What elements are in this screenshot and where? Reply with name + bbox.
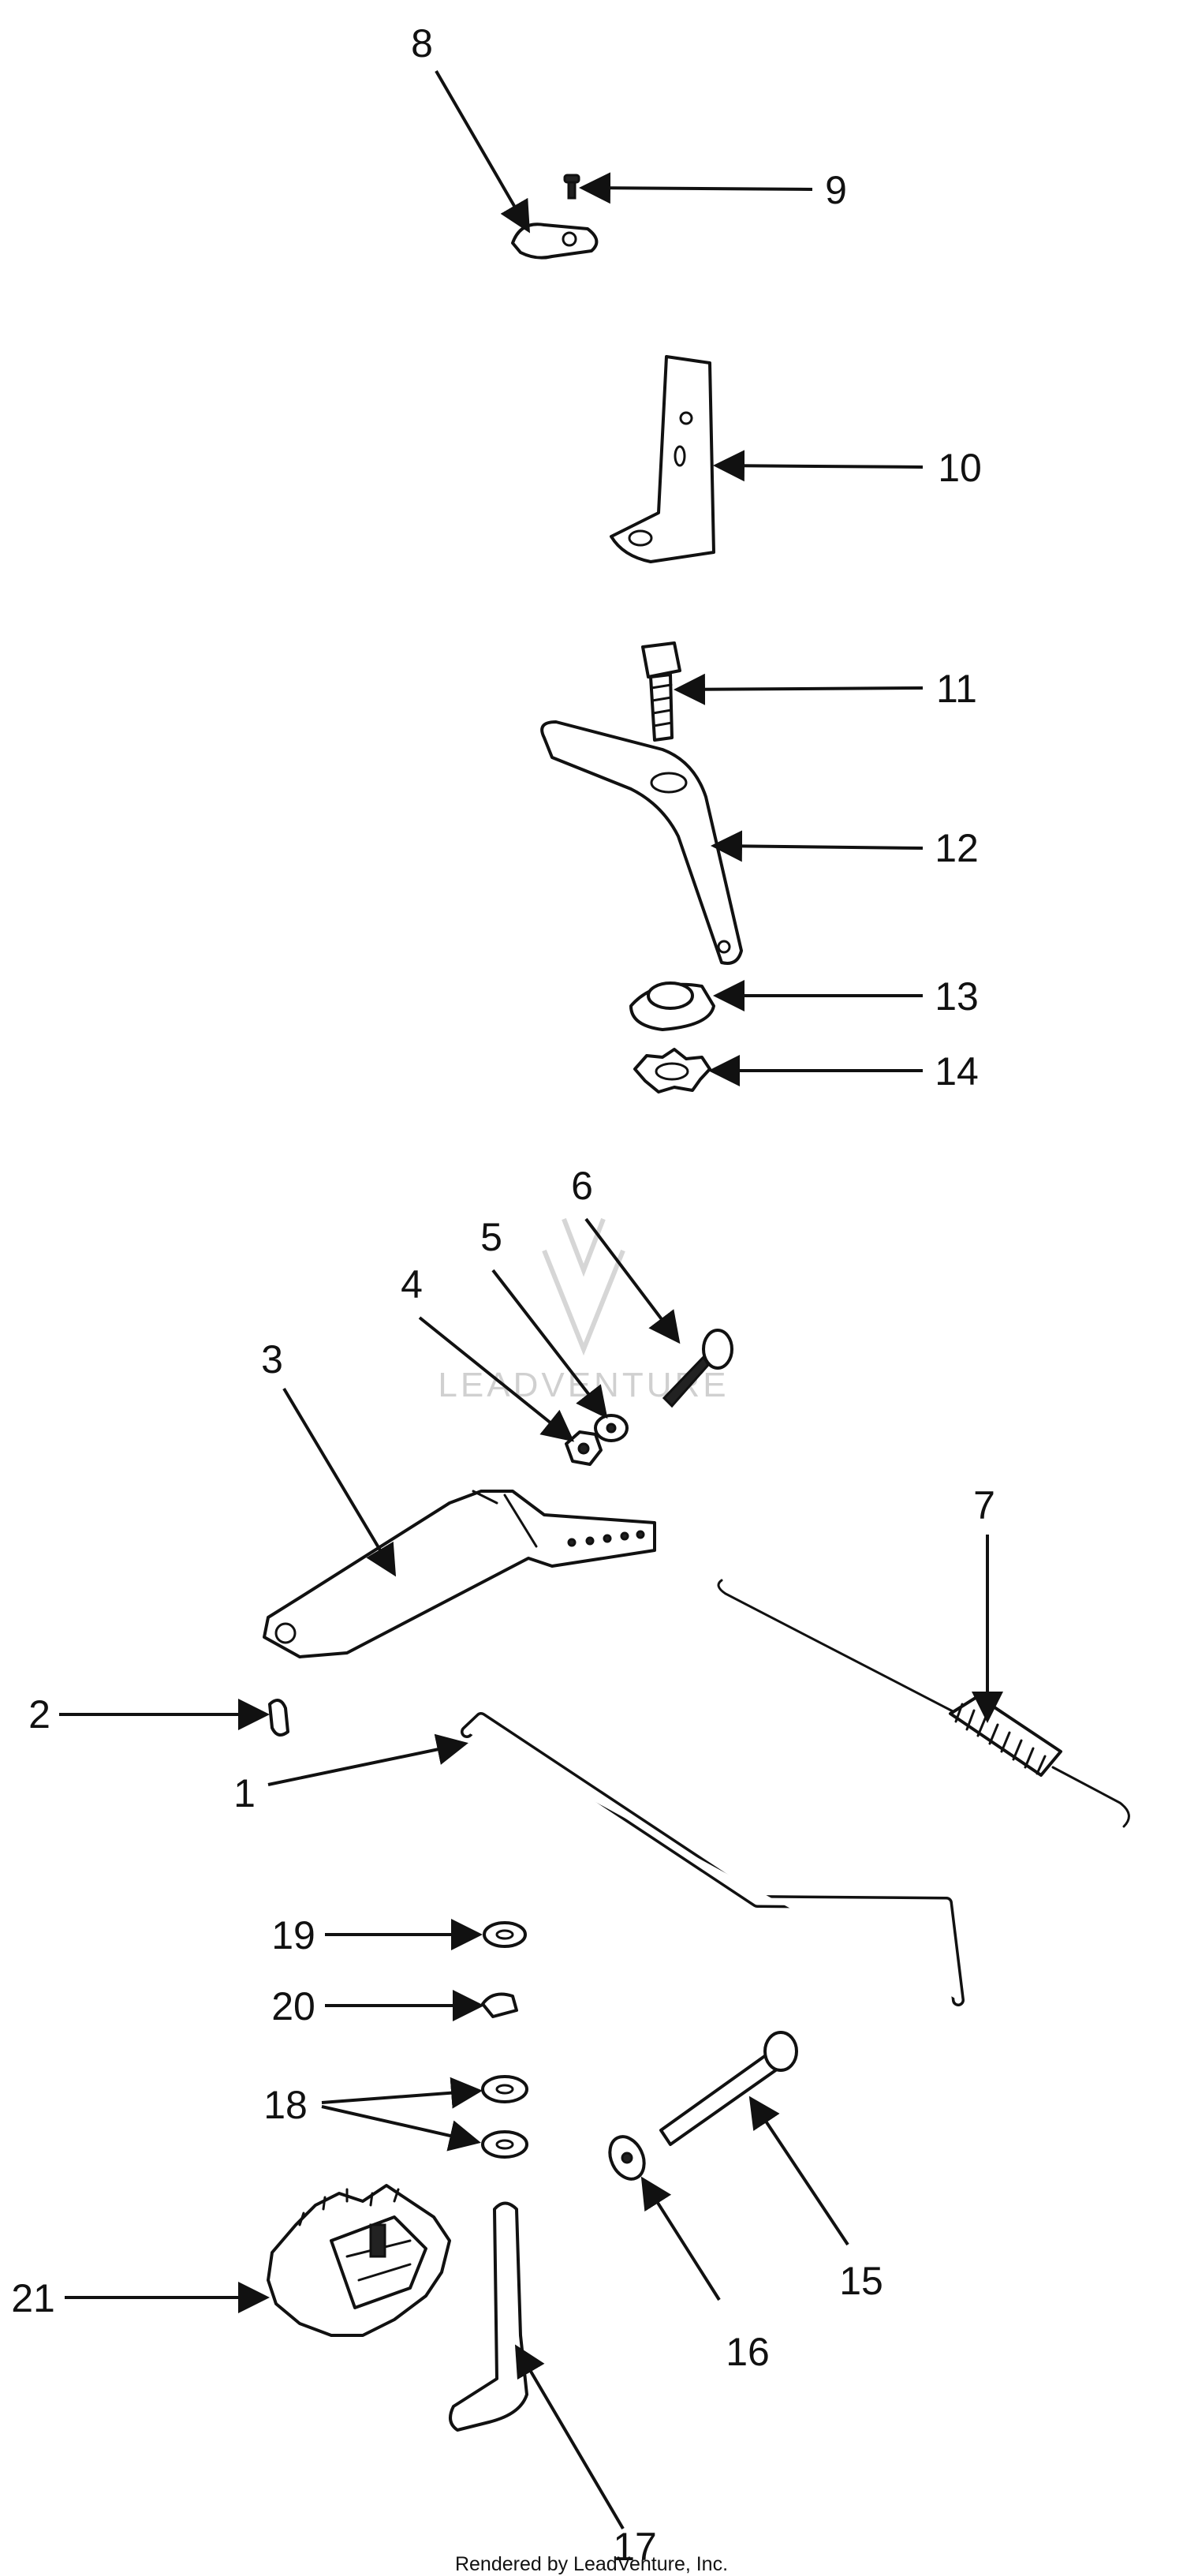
leader-10 xyxy=(713,450,924,482)
leader-17 xyxy=(514,2344,625,2530)
callout-1: 1 xyxy=(233,1771,256,1815)
leader-3 xyxy=(282,1387,397,1577)
callout-2: 2 xyxy=(28,1692,50,1737)
callout-18: 18 xyxy=(263,2083,308,2127)
callout-13: 13 xyxy=(935,974,979,1019)
part-19-washer xyxy=(483,1921,527,1948)
leader-18b xyxy=(321,2105,481,2152)
footer-credit: Rendered by LeadVenture, Inc. xyxy=(455,2553,728,2575)
part-20-clip xyxy=(481,1992,518,2018)
callout-15: 15 xyxy=(839,2259,883,2303)
part-4-nut xyxy=(565,1430,603,1466)
part-10-bracket xyxy=(610,355,715,563)
part-15-pin xyxy=(659,2031,798,2146)
callout-6: 6 xyxy=(571,1164,593,1208)
leader-8 xyxy=(435,69,531,234)
leader-1 xyxy=(267,1733,468,1786)
callout-10: 10 xyxy=(938,446,982,490)
part-9-screw xyxy=(563,174,580,200)
leader-4 xyxy=(418,1316,575,1442)
callout-7: 7 xyxy=(973,1483,995,1527)
callout-3: 3 xyxy=(261,1337,283,1381)
part-6-bolt xyxy=(662,1329,733,1408)
part-14-star-washer xyxy=(633,1048,711,1094)
callout-21: 21 xyxy=(11,2276,55,2320)
callout-12: 12 xyxy=(935,826,979,870)
part-3-bracket xyxy=(263,1490,656,1658)
callout-16: 16 xyxy=(726,2330,770,2374)
leader-9 xyxy=(579,172,813,204)
callout-9: 9 xyxy=(825,168,847,212)
callout-11: 11 xyxy=(936,667,977,711)
callout-4: 4 xyxy=(401,1262,423,1307)
leader-lines xyxy=(59,69,1003,2530)
leader-12 xyxy=(711,830,924,862)
callout-5: 5 xyxy=(480,1215,502,1259)
callout-8: 8 xyxy=(411,21,433,65)
leader-15 xyxy=(748,2096,849,2246)
callout-19: 19 xyxy=(271,1913,315,1957)
callout-14: 14 xyxy=(935,1049,979,1094)
leader-16 xyxy=(640,2176,721,2301)
leader-5 xyxy=(491,1269,608,1419)
part-21-gear-assembly xyxy=(267,2184,451,2337)
part-12-arm xyxy=(540,720,743,965)
callout-20: 20 xyxy=(271,1984,315,2028)
part-18-washers xyxy=(481,2075,528,2159)
part-5-washer xyxy=(594,1414,629,1442)
part-2-pin xyxy=(268,1699,289,1737)
leader-11 xyxy=(674,673,924,705)
part-16-washer xyxy=(608,2135,646,2181)
watermark-logo-icon xyxy=(542,1217,625,1356)
part-1-rod xyxy=(461,1712,965,2006)
part-13-bushing xyxy=(629,981,715,1031)
leader-18a xyxy=(321,2077,483,2109)
leader-6 xyxy=(584,1217,681,1344)
part-11-bolt xyxy=(641,641,681,742)
callout-labels: 8 9 10 11 12 13 14 6 5 4 3 7 2 1 19 20 1… xyxy=(11,21,995,2569)
part-8-clamp xyxy=(511,222,599,260)
callout-17: 17 xyxy=(613,2525,657,2569)
part-7-spring-rod xyxy=(717,1579,1130,1828)
part-17-lever xyxy=(449,2201,528,2432)
